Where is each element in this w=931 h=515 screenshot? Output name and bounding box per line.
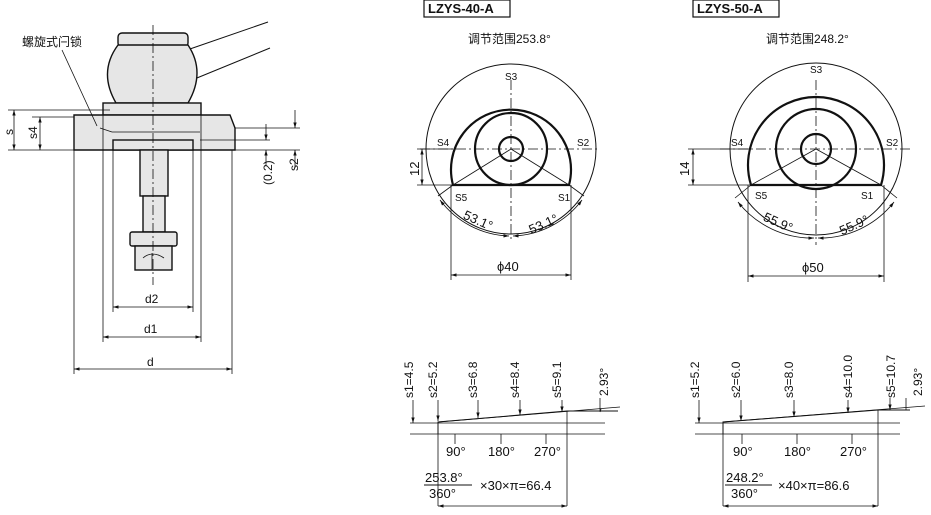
shaft-thread [142,195,166,233]
lzys50-formula: ×40×π=86.6 [778,478,850,493]
bolt-end [134,245,173,271]
lzys40-formula: ×30×π=66.4 [480,478,552,493]
lzys50-range: 调节范围248.2° [766,32,849,46]
lzys50-dia: ϕ50 [802,260,824,275]
handle-lever [186,21,271,81]
lzys40-frac-num: 253.8° [425,470,463,485]
lzys40-ramp-diagram: s1=4.5 s2=5.2 s3=6.8 s4=8.4 s5=9.1 2.93°… [402,361,621,508]
lzys40-cam-profile [449,108,573,187]
lzys50-title-box [692,0,780,18]
lzys50-s5: S5 [755,191,768,202]
lzys50-ramp-s2: s2=6.0 [729,361,743,398]
lzys50-s2: S2 [886,138,899,149]
lzys50-ramp-s3: s3=8.0 [782,361,796,398]
lzys40-s1: S1 [558,193,571,204]
lzys40-ramp-s5: s5=9.1 [550,361,564,398]
lzys50-ramp-angle: 2.93° [911,368,925,396]
dim-s4: s4 [26,126,40,139]
lzys50-title: LZYS-50-A [697,1,763,16]
lzys50-s4: S4 [731,138,744,149]
lzys40-s2: S2 [577,138,590,149]
dim-gap: (0.2) [261,160,275,185]
lzys40-s4: S4 [437,138,450,149]
lock-label: 螺旋式闩锁 [22,34,82,49]
lzys40-ramp-angle: 2.93° [597,368,611,396]
lzys50-ramp-diagram: s1=5.2 s2=6.0 s3=8.0 s4=10.0 s5=10.7 2.9… [688,355,926,508]
lzys50-tick-90: 90° [733,444,753,459]
lzys40-tick-90: 90° [446,444,466,459]
lzys50-angle-right: 55.9° [837,212,871,238]
knob-ball [106,44,198,104]
dim-s: s [2,129,16,135]
lzys40-ramp-s1: s1=4.5 [402,361,416,398]
collar [102,102,202,116]
lzys50-tick-270: 270° [840,444,867,459]
lzys40-dim-12: 12 [407,162,422,176]
lzys40-range: 调节范围253.8° [468,32,551,46]
lzys50-s1: S1 [861,191,874,202]
cam-line [99,127,200,133]
lzys40-s3: S3 [505,72,518,83]
lzys40-ramp-s3: s3=6.8 [466,361,480,398]
lzys40-ramp-s2: s2=5.2 [426,361,440,398]
lzys50-tick-180: 180° [784,444,811,459]
dim-d2: d2 [145,292,159,306]
lzys50-dim-14: 14 [677,162,692,176]
lzys40-frac-den: 360° [429,486,456,501]
lzys50-cam-profile [746,96,886,187]
lzys50-ramp-s5: s5=10.7 [884,355,898,398]
dim-d: d [147,355,154,369]
lzys40-angle-right: 53.1° [526,211,560,237]
dim-s2: s2 [287,158,301,171]
shaft [139,149,169,197]
lzys40-tick-270: 270° [534,444,561,459]
lzys40-tick-180: 180° [488,444,515,459]
lzys50-frac-num: 248.2° [726,470,764,485]
lzys40-dia: ϕ40 [497,259,519,274]
lzys50-plan-view: LZYS-50-A 调节范围248.2° S3 S2 S4 S5 S1 14 5… [677,0,910,282]
lzys40-title: LZYS-40-A [428,1,494,16]
label-leader [61,49,98,127]
lzys40-s5: S5 [455,193,468,204]
lzys50-ramp-s4: s4=10.0 [841,355,855,398]
lzys50-ramp-s1: s1=5.2 [688,361,702,398]
nut [129,231,178,247]
lzys40-plan-view: LZYS-40-A 调节范围253.8° S3 S2 S4 S5 S1 12 5… [407,0,600,280]
lzys40-title-box [423,0,511,18]
lzys50-frac-den: 360° [731,486,758,501]
lzys50-s3: S3 [810,65,823,76]
side-view: 螺旋式闩锁 s s4 s2 (0.2) d2 d1 d [2,21,301,374]
lzys40-ramp-s4: s4=8.4 [508,361,522,398]
dim-d1: d1 [144,322,158,336]
